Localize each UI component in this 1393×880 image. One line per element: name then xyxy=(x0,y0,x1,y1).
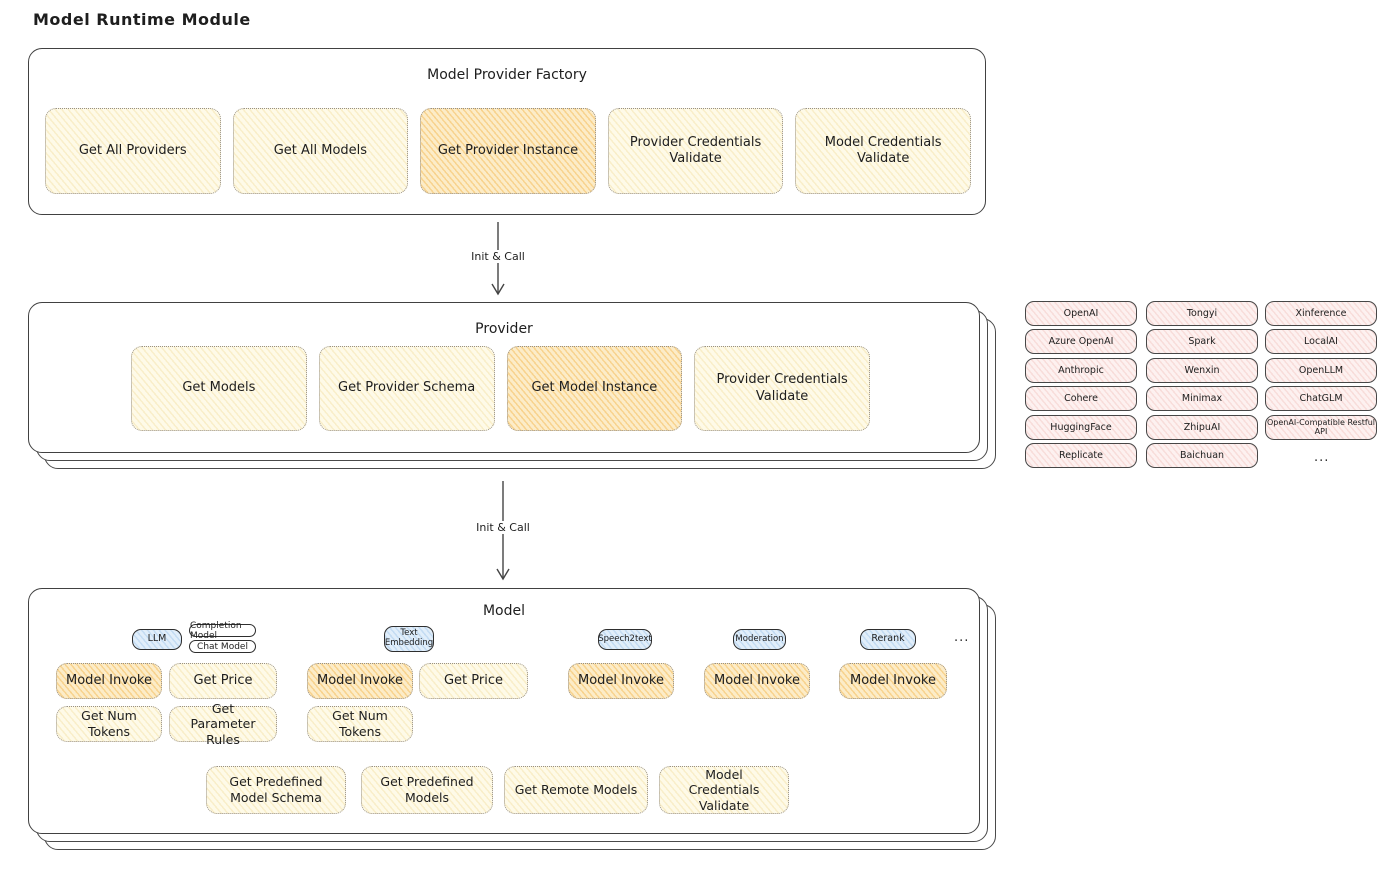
provider-anthropic: Anthropic xyxy=(1025,357,1137,383)
llm-get-parameter-rules: Get Parameter Rules xyxy=(169,701,277,747)
model-get-predefined-model-schema: Get Predefined Model Schema xyxy=(206,766,346,814)
provider-tongyi: Tongyi xyxy=(1146,301,1258,326)
model-tabs-more-ellipsis: ... xyxy=(954,630,970,645)
provider-method-provider-credentials-validate: Provider Credentials Validate xyxy=(694,346,870,431)
llm-get-num-tokens: Get Num Tokens xyxy=(56,706,162,742)
factory-method-provider-credentials-validate: Provider Credentials Validate xyxy=(607,108,784,194)
providers-column-3: Xinference LocalAI OpenLLM ChatGLM OpenA… xyxy=(1265,301,1377,440)
provider-xinference: Xinference xyxy=(1265,301,1377,326)
provider-minimax: Minimax xyxy=(1146,386,1258,412)
factory-method-get-provider-instance: Get Provider Instance xyxy=(420,108,596,194)
model-box: Model LLM Completion Model Chat Model Te… xyxy=(28,588,980,834)
provider-localai: LocalAI xyxy=(1265,329,1377,355)
provider-openai: OpenAI xyxy=(1025,301,1137,326)
provider-method-get-provider-schema: Get Provider Schema xyxy=(318,346,495,431)
text-embedding-get-num-tokens: Get Num Tokens xyxy=(307,706,413,742)
provider-baichuan: Baichuan xyxy=(1146,442,1258,468)
rerank-model-invoke: Model Invoke xyxy=(839,663,947,699)
model-model-credentials-validate: Model Credentials Validate xyxy=(659,766,789,814)
tab-speech2text: Speech2text xyxy=(598,629,652,650)
speech2text-model-invoke: Model Invoke xyxy=(568,663,674,699)
factory-method-get-all-providers: Get All Providers xyxy=(45,108,221,194)
model-get-remote-models: Get Remote Models xyxy=(504,766,648,814)
factory-methods-row: Get All Providers Get All Models Get Pro… xyxy=(45,108,971,194)
provider-title: Provider xyxy=(475,321,533,337)
tab-llm: LLM xyxy=(132,629,182,650)
arrow-2-label: Init & Call xyxy=(471,521,535,534)
text-embedding-model-invoke: Model Invoke xyxy=(307,663,413,699)
tab-text-embedding: Text Embedding xyxy=(384,626,434,652)
provider-wenxin: Wenxin xyxy=(1146,357,1258,383)
providers-more-ellipsis: ... xyxy=(1314,450,1330,465)
provider-box: Provider Get Models Get Provider Schema … xyxy=(28,302,980,453)
provider-openai-compatible-restful-api: OpenAI-Compatible Restful API xyxy=(1265,414,1377,440)
factory-title: Model Provider Factory xyxy=(427,67,587,83)
factory-box: Model Provider Factory Get All Providers… xyxy=(28,48,986,215)
factory-method-model-credentials-validate: Model Credentials Validate xyxy=(795,108,971,194)
providers-column-1: OpenAI Azure OpenAI Anthropic Cohere Hug… xyxy=(1025,301,1137,468)
tab-chat-model: Chat Model xyxy=(189,640,256,653)
arrow-1-label: Init & Call xyxy=(466,250,530,263)
llm-get-price: Get Price xyxy=(169,663,277,699)
text-embedding-get-price: Get Price xyxy=(419,663,528,699)
provider-methods-row: Get Models Get Provider Schema Get Model… xyxy=(131,346,870,431)
factory-method-get-all-models: Get All Models xyxy=(232,108,409,194)
model-get-predefined-models: Get Predefined Models xyxy=(361,766,493,814)
provider-method-get-model-instance: Get Model Instance xyxy=(506,346,683,431)
tab-moderation: Moderation xyxy=(733,629,786,650)
provider-chatglm: ChatGLM xyxy=(1265,386,1377,412)
diagram-title: Model Runtime Module xyxy=(33,10,251,29)
providers-column-2: Tongyi Spark Wenxin Minimax ZhipuAI Baic… xyxy=(1146,301,1258,468)
provider-spark: Spark xyxy=(1146,329,1258,355)
provider-method-get-models: Get Models xyxy=(131,346,307,431)
tab-rerank: Rerank xyxy=(860,629,916,650)
moderation-model-invoke: Model Invoke xyxy=(704,663,810,699)
llm-model-invoke: Model Invoke xyxy=(56,663,162,699)
provider-huggingface: HuggingFace xyxy=(1025,414,1137,440)
provider-azure-openai: Azure OpenAI xyxy=(1025,329,1137,355)
tab-completion-model: Completion Model xyxy=(189,621,256,641)
provider-zhipuai: ZhipuAI xyxy=(1146,414,1258,440)
provider-openllm: OpenLLM xyxy=(1265,357,1377,383)
provider-replicate: Replicate xyxy=(1025,442,1137,468)
provider-cohere: Cohere xyxy=(1025,386,1137,412)
model-title: Model xyxy=(482,603,526,619)
